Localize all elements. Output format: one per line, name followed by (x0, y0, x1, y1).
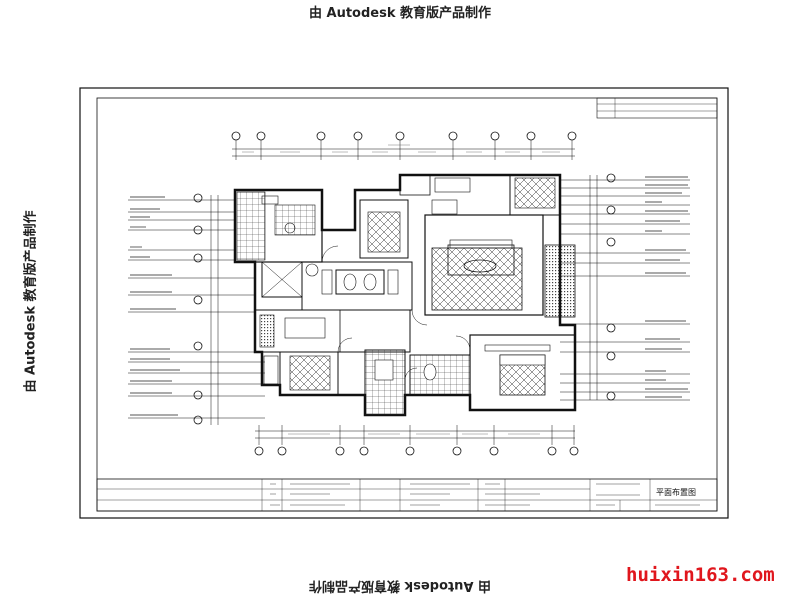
drawing-title: 平面布置图 (656, 487, 696, 497)
left-dimensions (193, 193, 219, 425)
left-annotations (128, 196, 265, 419)
floor-plan (233, 173, 577, 417)
top-dimensions (231, 131, 577, 160)
sheet-frame (79, 87, 729, 519)
bottom-dimensions (254, 425, 579, 456)
right-annotations (560, 176, 690, 401)
right-dimensions (589, 173, 616, 401)
title-block (96, 478, 718, 512)
site-logo[interactable]: huixin163.com (626, 564, 775, 586)
watermark-top: 由 Autodesk 教育版产品制作 (308, 6, 492, 21)
